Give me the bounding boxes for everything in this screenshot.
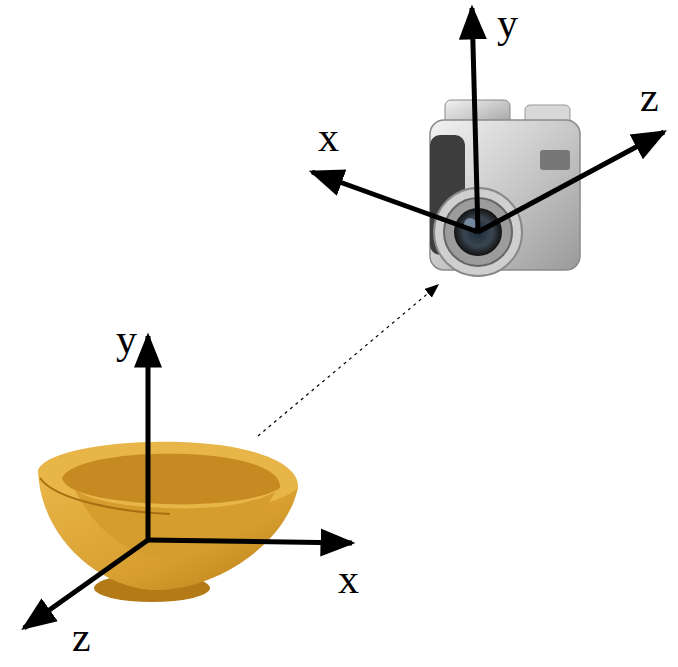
bowl-picture	[38, 442, 298, 602]
axis-label: y	[116, 318, 137, 360]
object-axes	[24, 336, 352, 628]
axis-label: x	[318, 116, 339, 158]
axis-label: x	[338, 558, 359, 600]
axis-label: y	[497, 2, 518, 44]
camera-axes	[312, 8, 664, 232]
axis-label: z	[72, 616, 91, 658]
view-direction	[258, 285, 438, 436]
axis-label: z	[640, 76, 659, 118]
